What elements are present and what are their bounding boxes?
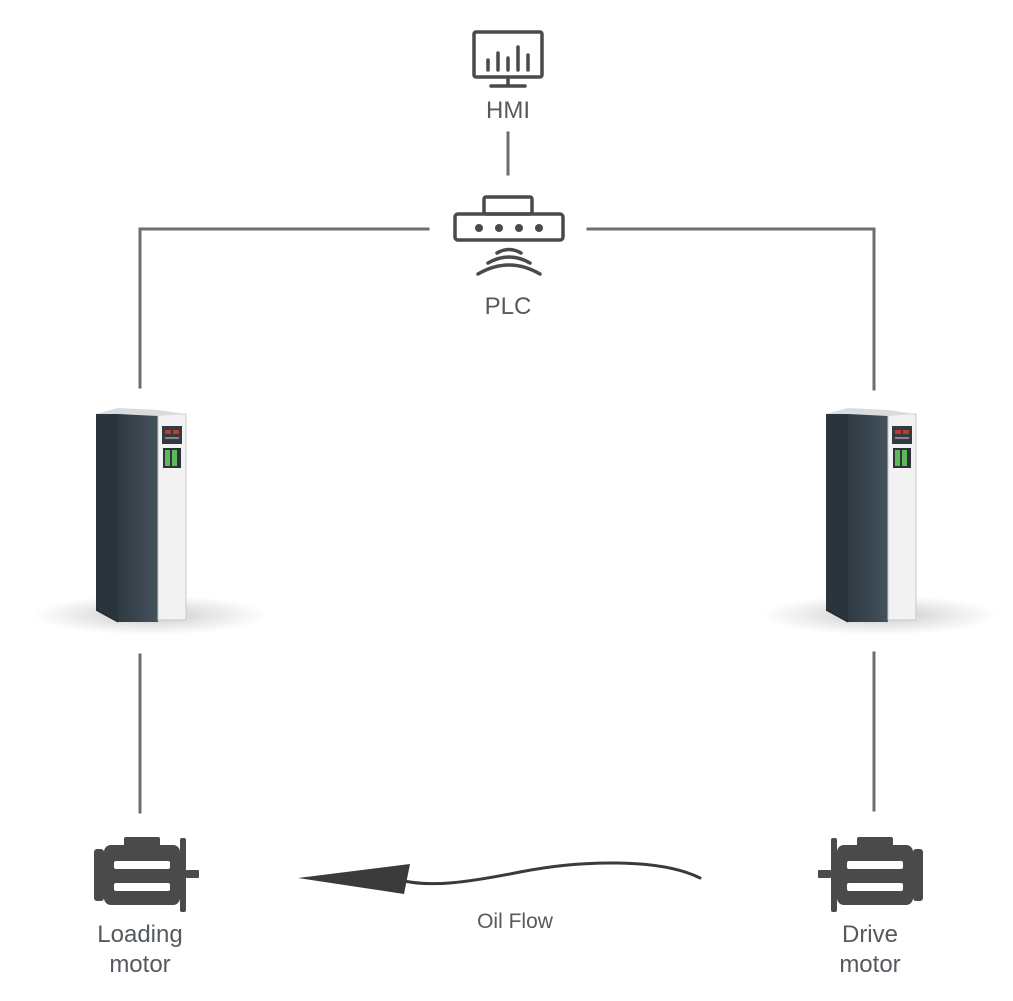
oil-flow-arrow bbox=[298, 863, 700, 894]
drive-motor-label: Drive motor bbox=[800, 920, 940, 980]
plc-indicator-dots bbox=[475, 224, 543, 232]
hmi-label: HMI bbox=[458, 96, 558, 126]
loading-motor-label-line1: Loading bbox=[70, 920, 210, 950]
plc-right-drive-link bbox=[588, 229, 874, 389]
drive-motor-label-line1: Drive bbox=[800, 920, 940, 950]
wireless-plc-icon bbox=[455, 197, 563, 274]
oil-flow-label: Oil Flow bbox=[440, 907, 590, 937]
plc-left-drive-link bbox=[140, 229, 428, 387]
drive-motor-label-line2: motor bbox=[800, 950, 940, 980]
loading-motor-icon bbox=[94, 837, 199, 912]
connection-lines bbox=[140, 133, 874, 812]
right-drive bbox=[762, 408, 998, 635]
monitor-chart-icon bbox=[474, 32, 542, 86]
plc-label: PLC bbox=[458, 292, 558, 322]
loading-motor-label-line2: motor bbox=[70, 950, 210, 980]
loading-motor-label: Loading motor bbox=[70, 920, 210, 980]
drive-motor-icon bbox=[818, 837, 923, 912]
left-drive bbox=[32, 408, 268, 635]
